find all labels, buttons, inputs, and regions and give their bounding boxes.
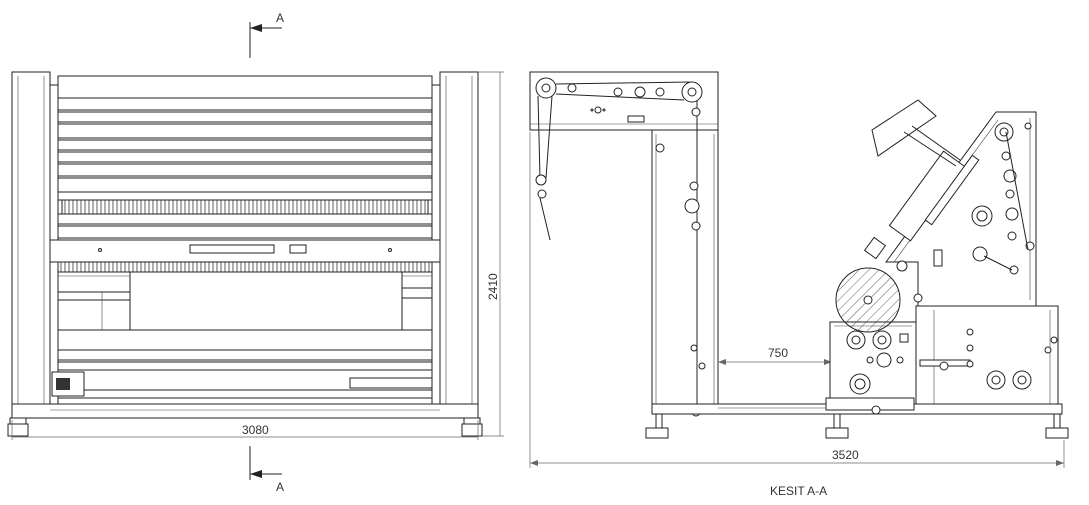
fabric-roll-front xyxy=(835,267,901,333)
brush-band-lower xyxy=(57,261,433,273)
section-label-bottom: A xyxy=(276,480,284,494)
section-foot-1 xyxy=(645,427,669,439)
section-marker-top: A xyxy=(249,11,284,58)
front-height-value: 2410 xyxy=(486,273,500,300)
left-column xyxy=(11,71,51,415)
switch-box xyxy=(51,371,85,397)
front-foot-left xyxy=(7,423,29,437)
front-height-dimension: 2410 xyxy=(478,71,504,437)
section-width-dimension: 3520 xyxy=(529,132,1065,468)
section-title: KESIT A-A xyxy=(770,484,827,498)
front-view: A xyxy=(7,11,504,494)
fabric-drop xyxy=(535,95,553,241)
section-base xyxy=(645,397,1069,439)
section-label-top: A xyxy=(276,11,284,25)
rear-lower-box xyxy=(915,305,1059,407)
inspection-table xyxy=(871,99,961,167)
section-marker-bottom: A xyxy=(249,446,284,494)
front-base xyxy=(11,403,479,419)
top-rollers xyxy=(57,75,433,201)
vertical-column xyxy=(651,100,719,417)
front-width-value: 3080 xyxy=(242,423,269,437)
section-foot-2 xyxy=(825,427,849,439)
bottom-rollers xyxy=(57,329,433,399)
inclined-frame xyxy=(863,111,1037,307)
fabric-area xyxy=(57,271,433,331)
right-column xyxy=(439,71,479,415)
front-lower-box xyxy=(829,321,917,405)
control-panel-bar xyxy=(49,239,441,263)
brush-band-upper xyxy=(61,199,429,215)
gap-dimension: 750 xyxy=(718,346,832,365)
gap-value: 750 xyxy=(768,346,788,360)
front-foot-right xyxy=(461,423,483,437)
section-foot-3 xyxy=(1045,427,1069,439)
header-box xyxy=(529,71,719,131)
front-width-dimension: 3080 xyxy=(11,420,479,440)
section-width-value: 3520 xyxy=(832,448,859,462)
section-view: 750 xyxy=(529,71,1069,498)
